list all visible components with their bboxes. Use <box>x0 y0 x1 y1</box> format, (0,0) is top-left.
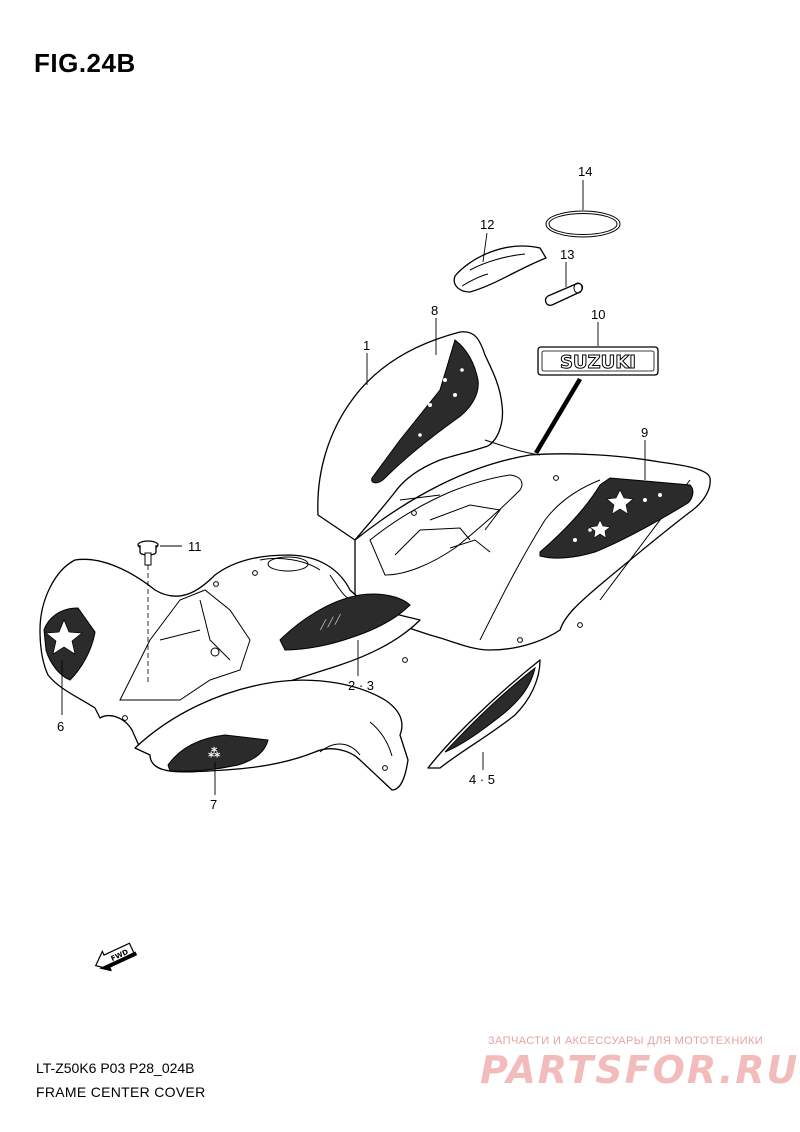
callout-2-3: 2 · 3 <box>348 678 374 693</box>
callout-13: 13 <box>560 247 574 262</box>
callout-7: 7 <box>210 797 217 812</box>
figure-title: FIG.24B <box>34 48 136 78</box>
figure-name: FRAME CENTER COVER <box>36 1084 206 1100</box>
part-8-decal[interactable] <box>371 339 479 484</box>
fwd-arrow-icon: FWD <box>94 942 138 972</box>
part-7-decal[interactable]: ⁂ <box>167 734 269 772</box>
emblem-text: SUZUKI <box>560 352 636 373</box>
watermark-logo: PARTSFOR.RU <box>480 1048 800 1092</box>
callout-14: 14 <box>578 164 592 179</box>
part-9-decal[interactable] <box>539 477 694 559</box>
part-14-o-ring[interactable] <box>545 210 621 238</box>
callout-8: 8 <box>431 303 438 318</box>
callout-12: 12 <box>480 217 494 232</box>
decal-7-mark: ⁂ <box>208 746 221 760</box>
leader-lines <box>61 180 646 795</box>
part-13-collar[interactable] <box>544 282 584 306</box>
figure-code: LT-Z50K6 P03 P28_024B <box>36 1060 195 1076</box>
callout-6: 6 <box>57 719 64 734</box>
callout-1: 1 <box>363 338 370 353</box>
part-11-bolt[interactable] <box>137 540 159 685</box>
callout-4-5: 4 · 5 <box>469 772 495 787</box>
part-4-5-decal[interactable] <box>427 659 541 769</box>
part-6-decal[interactable] <box>43 607 96 681</box>
callout-11: 11 <box>188 539 202 554</box>
callout-9: 9 <box>641 425 648 440</box>
emblem-leader <box>534 378 582 454</box>
watermark-tagline: ЗАПЧАСТИ И АКСЕССУАРЫ ДЛЯ МОТОТЕХНИКИ <box>488 1035 764 1047</box>
part-10-suzuki-emblem[interactable]: SUZUKI <box>537 346 659 376</box>
part-12-cap[interactable] <box>453 245 547 293</box>
callout-10: 10 <box>591 307 605 322</box>
part-2-3-decal[interactable]: ⟋⟋⟋ <box>279 593 411 651</box>
front-cover-body[interactable] <box>39 554 421 749</box>
